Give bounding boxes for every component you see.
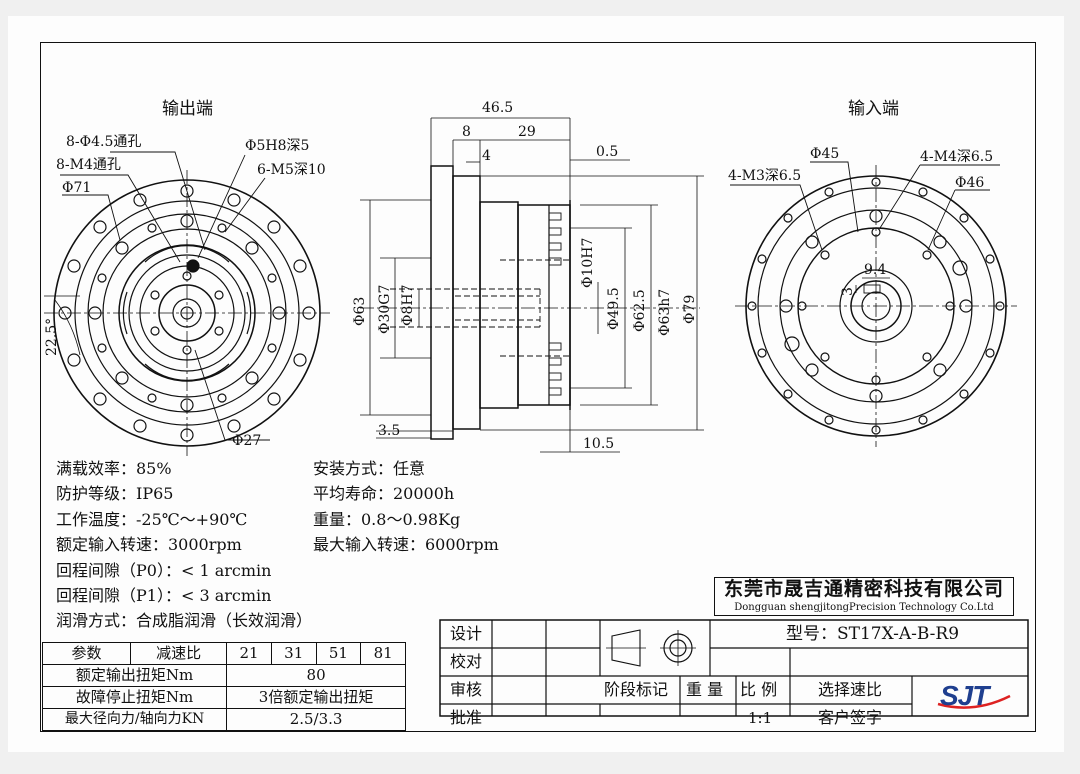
input-end-title: 输入端 bbox=[848, 99, 899, 119]
spec-rated-speed: 额定输入转速：3000rpm bbox=[56, 535, 242, 554]
dim-d49-5: Φ49.5 bbox=[606, 287, 622, 330]
tb-approve: 批准 bbox=[450, 708, 483, 727]
dim-input-key: 9.4 bbox=[864, 262, 887, 278]
tb-weight: 重 量 bbox=[686, 680, 724, 699]
dim-step-4: 4 bbox=[482, 148, 491, 164]
param-row: 最大径向力/轴向力KN 2.5/3.3 bbox=[41, 708, 406, 731]
spec-weight: 重量：0.8～0.98Kg bbox=[313, 510, 461, 529]
dim-input-d45: Φ45 bbox=[810, 146, 840, 162]
param-header-ratio: 减速比 bbox=[130, 642, 228, 665]
spec-max-speed: 最大输入转速：6000rpm bbox=[313, 535, 499, 554]
logo-text: SJT bbox=[940, 680, 989, 711]
ratio-cell: 81 bbox=[360, 642, 406, 665]
param-row-value: 2.5/3.3 bbox=[226, 708, 406, 731]
spec-lubrication: 润滑方式：合成脂润滑（长效润滑） bbox=[56, 611, 313, 630]
param-row-label: 故障停止扭矩Nm bbox=[41, 686, 228, 709]
sjt-logo: SJT bbox=[936, 680, 1012, 712]
company-name-en: Dongguan shengjitongPrecision Technology… bbox=[734, 602, 994, 613]
input-end-view bbox=[730, 161, 1017, 447]
spec-backlash-p0: 回程间隙（P0）：< 1 arcmin bbox=[56, 561, 272, 580]
dim-d30g7: Φ30G7 bbox=[377, 284, 393, 334]
param-header-row: 参数 减速比 21 31 51 81 bbox=[41, 642, 406, 665]
dim-output-m5: 6-M5深10 bbox=[257, 162, 326, 178]
input-outer-holes bbox=[747, 177, 1005, 435]
dim-gap-0-5: 0.5 bbox=[596, 144, 619, 160]
dim-d8h7: Φ8H7 bbox=[400, 284, 416, 326]
tb-scale-value: 1:1 bbox=[748, 709, 773, 727]
tb-model: 型号：ST17X-A-B-R9 bbox=[786, 624, 960, 644]
param-header-label: 参数 bbox=[41, 642, 132, 665]
dim-body-29: 29 bbox=[518, 124, 536, 140]
tb-review: 审核 bbox=[450, 680, 483, 699]
output-end-title: 输出端 bbox=[162, 99, 213, 119]
spec-protection: 防护等级：IP65 bbox=[56, 484, 174, 503]
dim-input-m4: 4-M4深6.5 bbox=[920, 149, 994, 165]
output-end-view bbox=[44, 151, 330, 456]
dim-input-d46: Φ46 bbox=[955, 175, 985, 191]
dim-output-through-holes: 8-Φ4.5通孔 bbox=[66, 134, 142, 150]
dim-output-h8: Φ5H8深5 bbox=[245, 138, 310, 154]
dim-3-5: 3.5 bbox=[378, 423, 401, 439]
company-name-cn: 东莞市晟吉通精密科技有限公司 bbox=[723, 579, 1004, 600]
tb-scale: 比 例 bbox=[740, 680, 778, 699]
dim-output-d71: Φ71 bbox=[62, 180, 92, 196]
spec-efficiency: 满载效率：85% bbox=[56, 459, 172, 478]
spec-temperature: 工作温度：-25℃～+90℃ bbox=[56, 510, 248, 529]
title-block-grid bbox=[439, 619, 1029, 717]
param-row: 额定输出扭矩Nm 80 bbox=[41, 664, 406, 687]
logo-swoosh-icon bbox=[937, 694, 1011, 709]
param-row-label: 额定输出扭矩Nm bbox=[41, 664, 228, 687]
param-row-value: 3倍额定输出扭矩 bbox=[226, 686, 406, 709]
tb-customer-sign: 客户签字 bbox=[818, 708, 883, 727]
dim-10-5: 10.5 bbox=[583, 436, 615, 452]
dim-input-slot: 3 bbox=[840, 287, 856, 296]
tb-select-ratio: 选择速比 bbox=[818, 680, 883, 699]
drawing-frame bbox=[40, 42, 1036, 732]
dim-d79: Φ79 bbox=[682, 294, 698, 324]
tb-stage-mark: 阶段标记 bbox=[604, 680, 669, 699]
output-mid-holes bbox=[88, 214, 286, 412]
param-row-label: 最大径向力/轴向力KN bbox=[41, 708, 228, 731]
dim-input-m3: 4-M3深6.5 bbox=[728, 168, 802, 184]
dim-d10h7: Φ10H7 bbox=[580, 237, 596, 288]
ratio-cell: 51 bbox=[315, 642, 362, 665]
company-name-box: 东莞市晟吉通精密科技有限公司 Dongguan shengjitongPreci… bbox=[714, 577, 1014, 616]
side-view bbox=[360, 117, 704, 453]
dim-total-length: 46.5 bbox=[482, 100, 514, 116]
tb-design: 设计 bbox=[450, 624, 483, 643]
dim-d63: Φ63 bbox=[352, 296, 368, 326]
spec-life: 平均寿命：20000h bbox=[313, 484, 455, 503]
dim-output-d27: Φ27 bbox=[232, 433, 262, 449]
dim-d62-5: Φ62.5 bbox=[632, 289, 648, 332]
spec-backlash-p1: 回程间隙（P1）：< 3 arcmin bbox=[56, 586, 272, 605]
ratio-cell: 31 bbox=[270, 642, 317, 665]
drawing-sheet bbox=[8, 16, 1064, 752]
spec-mounting: 安装方式：任意 bbox=[313, 459, 426, 478]
param-row-value: 80 bbox=[226, 664, 406, 687]
dim-d63h7: Φ63h7 bbox=[657, 288, 673, 336]
dim-output-m4-holes: 8-M4通孔 bbox=[56, 157, 121, 173]
dim-output-angle: 22.5° bbox=[44, 317, 60, 356]
ratio-cell: 21 bbox=[226, 642, 272, 665]
param-row: 故障停止扭矩Nm 3倍额定输出扭矩 bbox=[41, 686, 406, 709]
tb-check: 校对 bbox=[450, 652, 483, 671]
dim-flange-8: 8 bbox=[462, 124, 471, 140]
parameter-table: 参数 减速比 21 31 51 81 额定输出扭矩Nm 80 故障停止扭矩Nm … bbox=[41, 642, 406, 731]
output-outer-holes bbox=[58, 184, 316, 442]
